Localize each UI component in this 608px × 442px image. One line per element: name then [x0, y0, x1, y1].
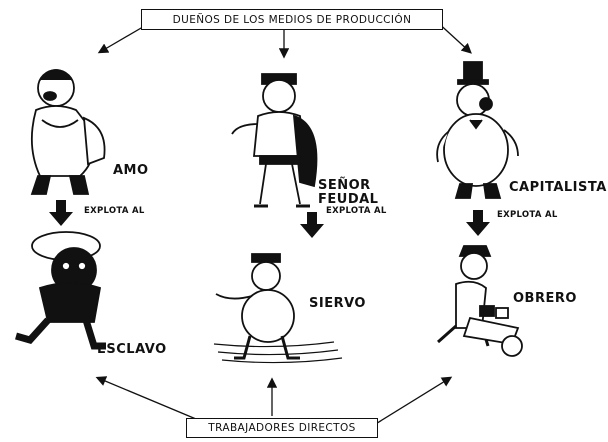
amo-figure: [30, 69, 106, 195]
label-feudal: FEUDAL: [318, 192, 379, 207]
label-siervo: SIERVO: [309, 296, 366, 311]
owners-header-box: DUEÑOS DE LOS MEDIOS DE PRODUCCIÓN: [141, 9, 443, 30]
capitalista-figure: [436, 61, 519, 199]
esclavo-figure: [15, 231, 106, 350]
label-explota-2: EXPLOTA AL: [326, 206, 387, 216]
label-amo: AMO: [113, 163, 149, 178]
senor-feudal-figure: [231, 73, 318, 208]
workers-footer-text: TRABAJADORES DIRECTOS: [208, 422, 356, 434]
bottom-arrows: [95, 376, 453, 426]
label-obrero: OBRERO: [513, 291, 577, 306]
exploit-arrows: [49, 200, 490, 238]
siervo-figure: [213, 253, 343, 364]
owners-header-text: DUEÑOS DE LOS MEDIOS DE PRODUCCIÓN: [172, 13, 412, 26]
label-senor: SEÑOR: [318, 178, 371, 193]
obrero-figure: [437, 245, 523, 357]
label-capitalista: CAPITALISTA: [509, 180, 607, 195]
label-explota-1: EXPLOTA AL: [84, 206, 145, 216]
workers-footer-box: TRABAJADORES DIRECTOS: [186, 418, 378, 438]
label-esclavo: ESCLAVO: [97, 342, 167, 357]
label-explota-3: EXPLOTA AL: [497, 210, 558, 220]
